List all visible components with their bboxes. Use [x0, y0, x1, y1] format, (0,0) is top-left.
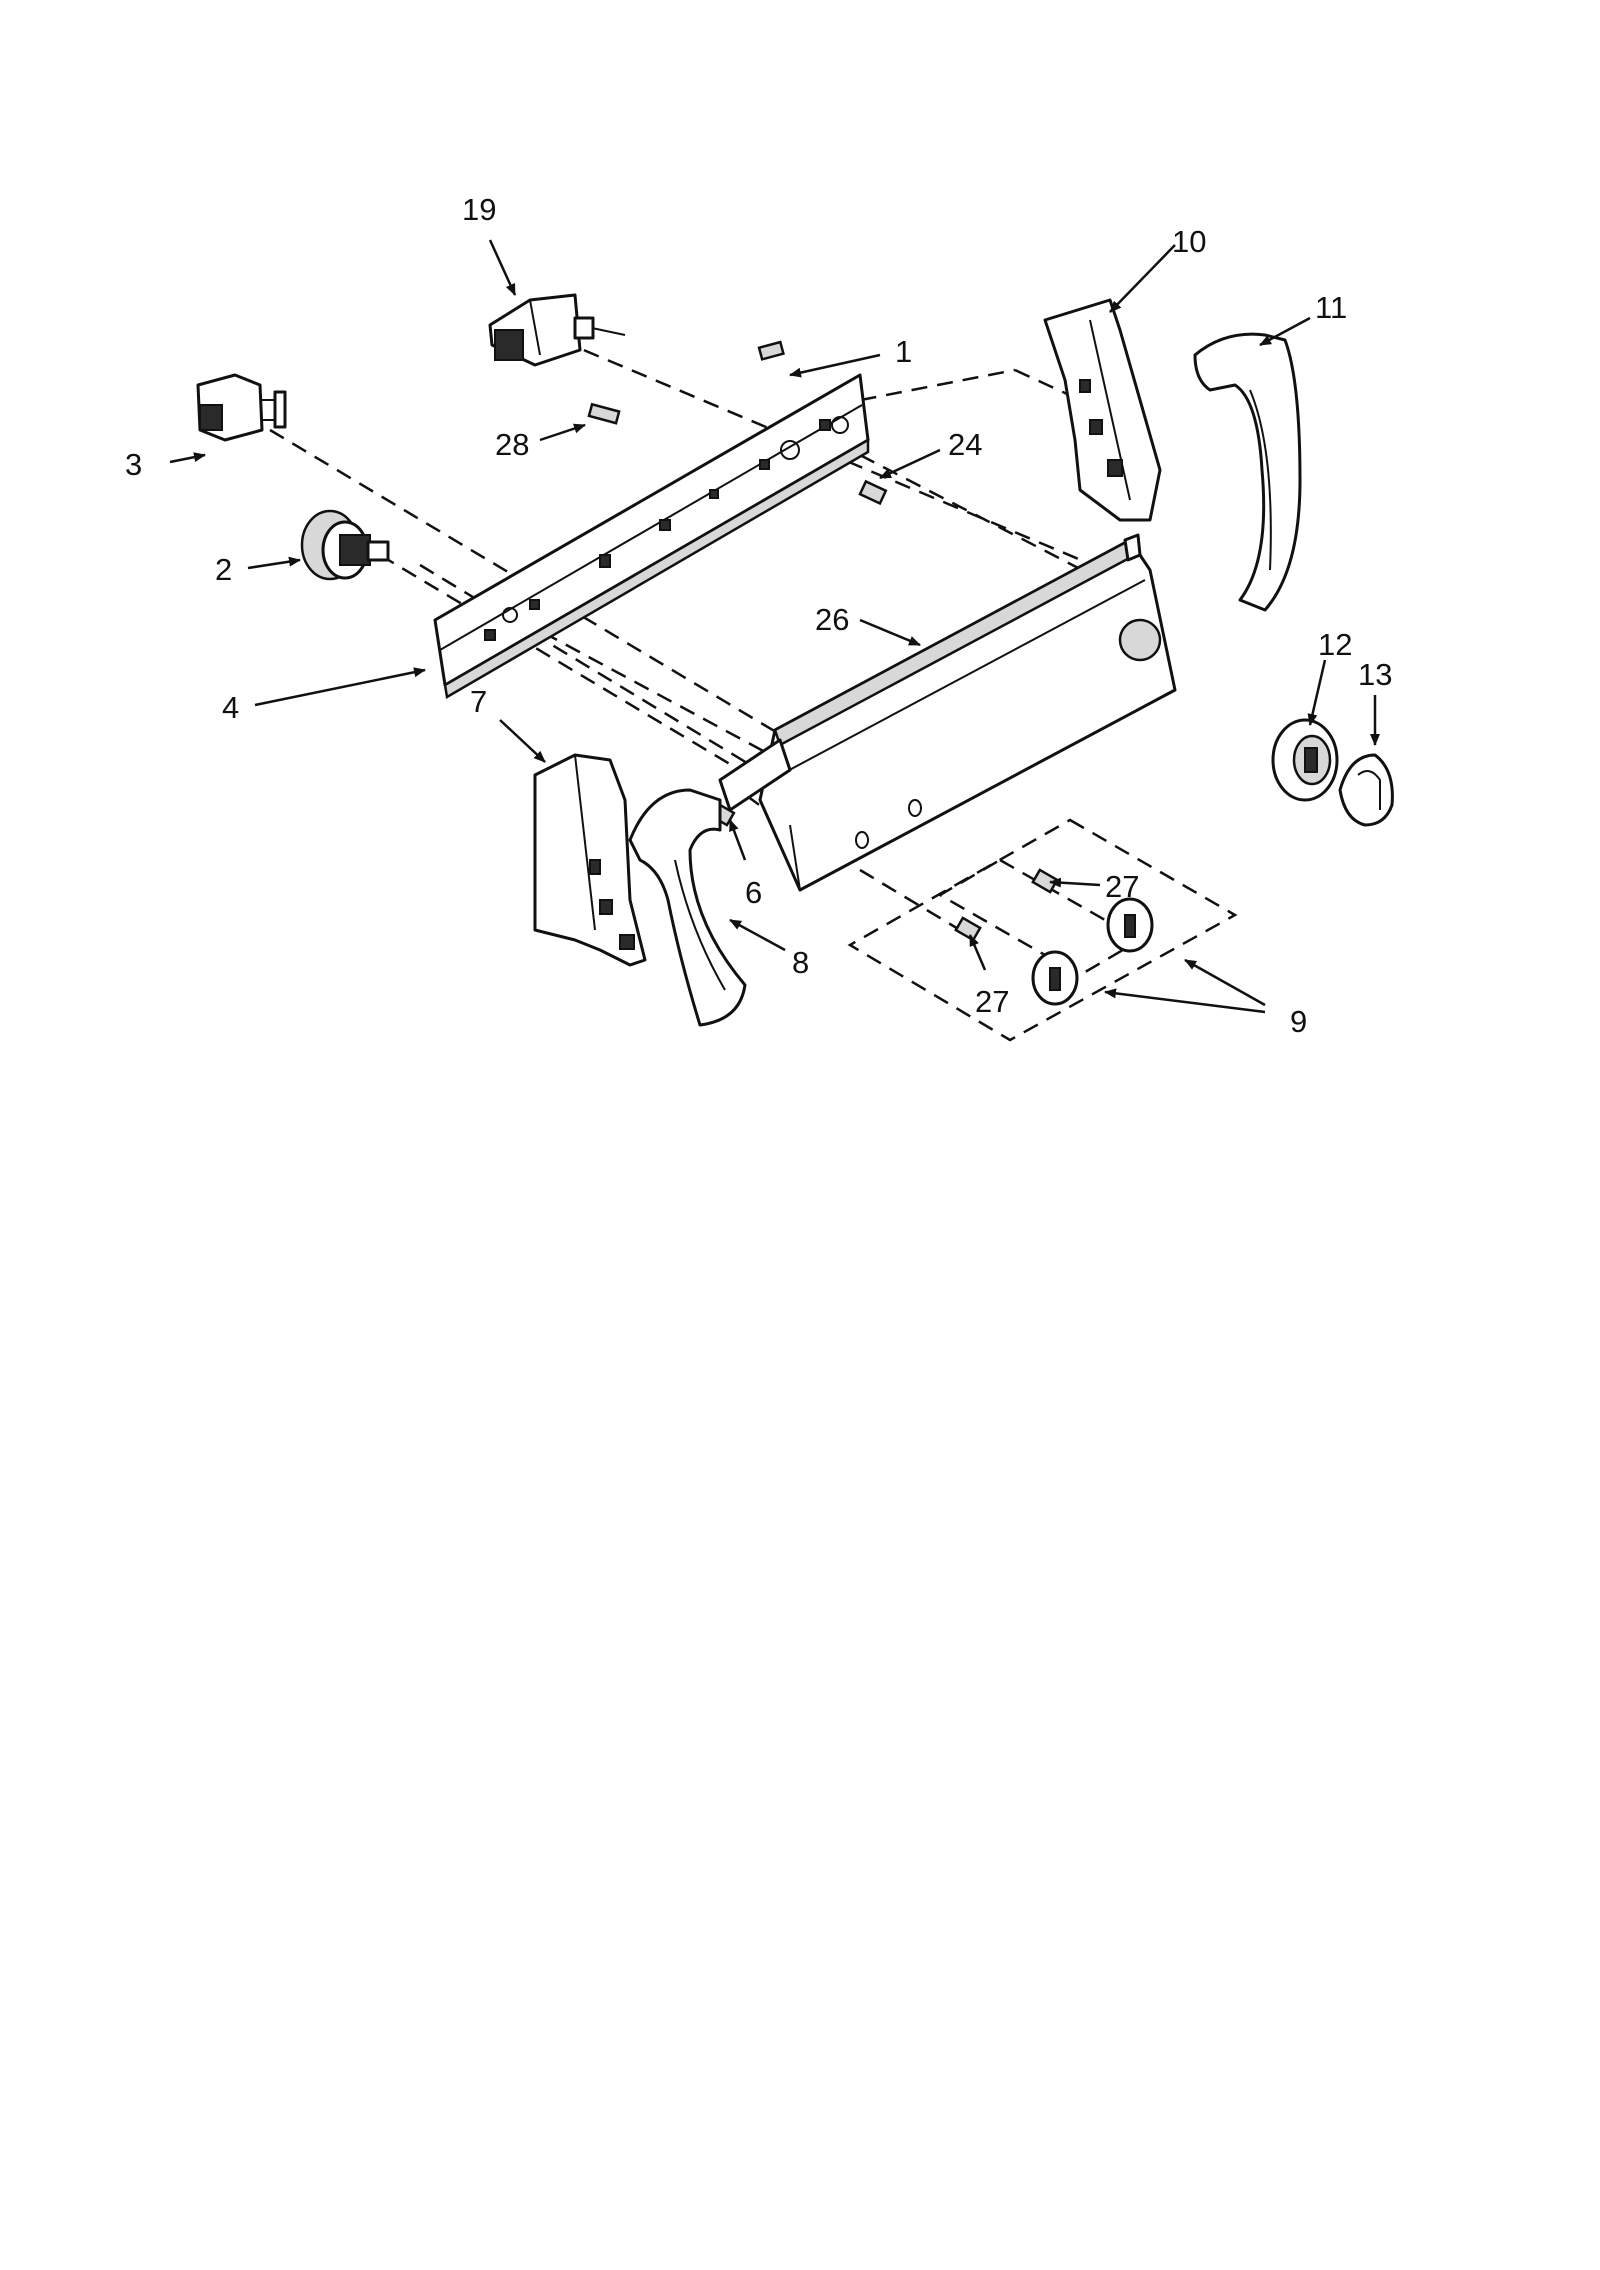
part-26-console-panel [718, 533, 1177, 892]
callout-27-upper: 27 [1105, 869, 1139, 904]
callout-28: 28 [495, 427, 529, 462]
callout-19: 19 [462, 192, 496, 227]
callout-4: 4 [222, 690, 239, 725]
callout-26: 26 [815, 602, 849, 637]
callout-12: 12 [1318, 627, 1352, 662]
part-1-screw [757, 340, 785, 361]
part-24-screw [858, 479, 888, 506]
part-3-switch [196, 373, 287, 442]
part-9-knob-lower [1031, 950, 1079, 1006]
callout-10: 10 [1172, 224, 1206, 259]
callout-8: 8 [792, 945, 809, 980]
part-10-end-cap [1043, 298, 1162, 522]
part-4-console-bracket [433, 373, 870, 699]
callout-labels: 19 1 3 2 28 24 10 11 26 4 7 6 8 12 13 27… [125, 192, 1392, 1039]
part-13-knob [1338, 753, 1394, 827]
callout-arrows [169, 239, 1380, 1014]
part-27-spring-lower [954, 916, 982, 942]
callout-3: 3 [125, 447, 142, 482]
callout-2: 2 [215, 552, 232, 587]
callout-6: 6 [745, 875, 762, 910]
part-2-rotary-selector [300, 509, 390, 581]
part-12-knob-skirt [1271, 718, 1339, 802]
part-7-end-cap [533, 753, 647, 967]
part-11-end-trim [1193, 332, 1302, 612]
callout-7: 7 [470, 684, 487, 719]
callout-13: 13 [1358, 657, 1392, 692]
callout-11: 11 [1315, 290, 1347, 325]
part-9-knob-upper [1106, 897, 1154, 953]
part-28-screw [587, 402, 621, 425]
part-19-switch [488, 293, 626, 367]
callout-24: 24 [948, 427, 982, 462]
callout-27-lower: 27 [975, 984, 1009, 1019]
callout-9: 9 [1290, 1004, 1307, 1039]
part-8-end-trim [628, 788, 747, 1027]
callout-1: 1 [895, 334, 912, 369]
